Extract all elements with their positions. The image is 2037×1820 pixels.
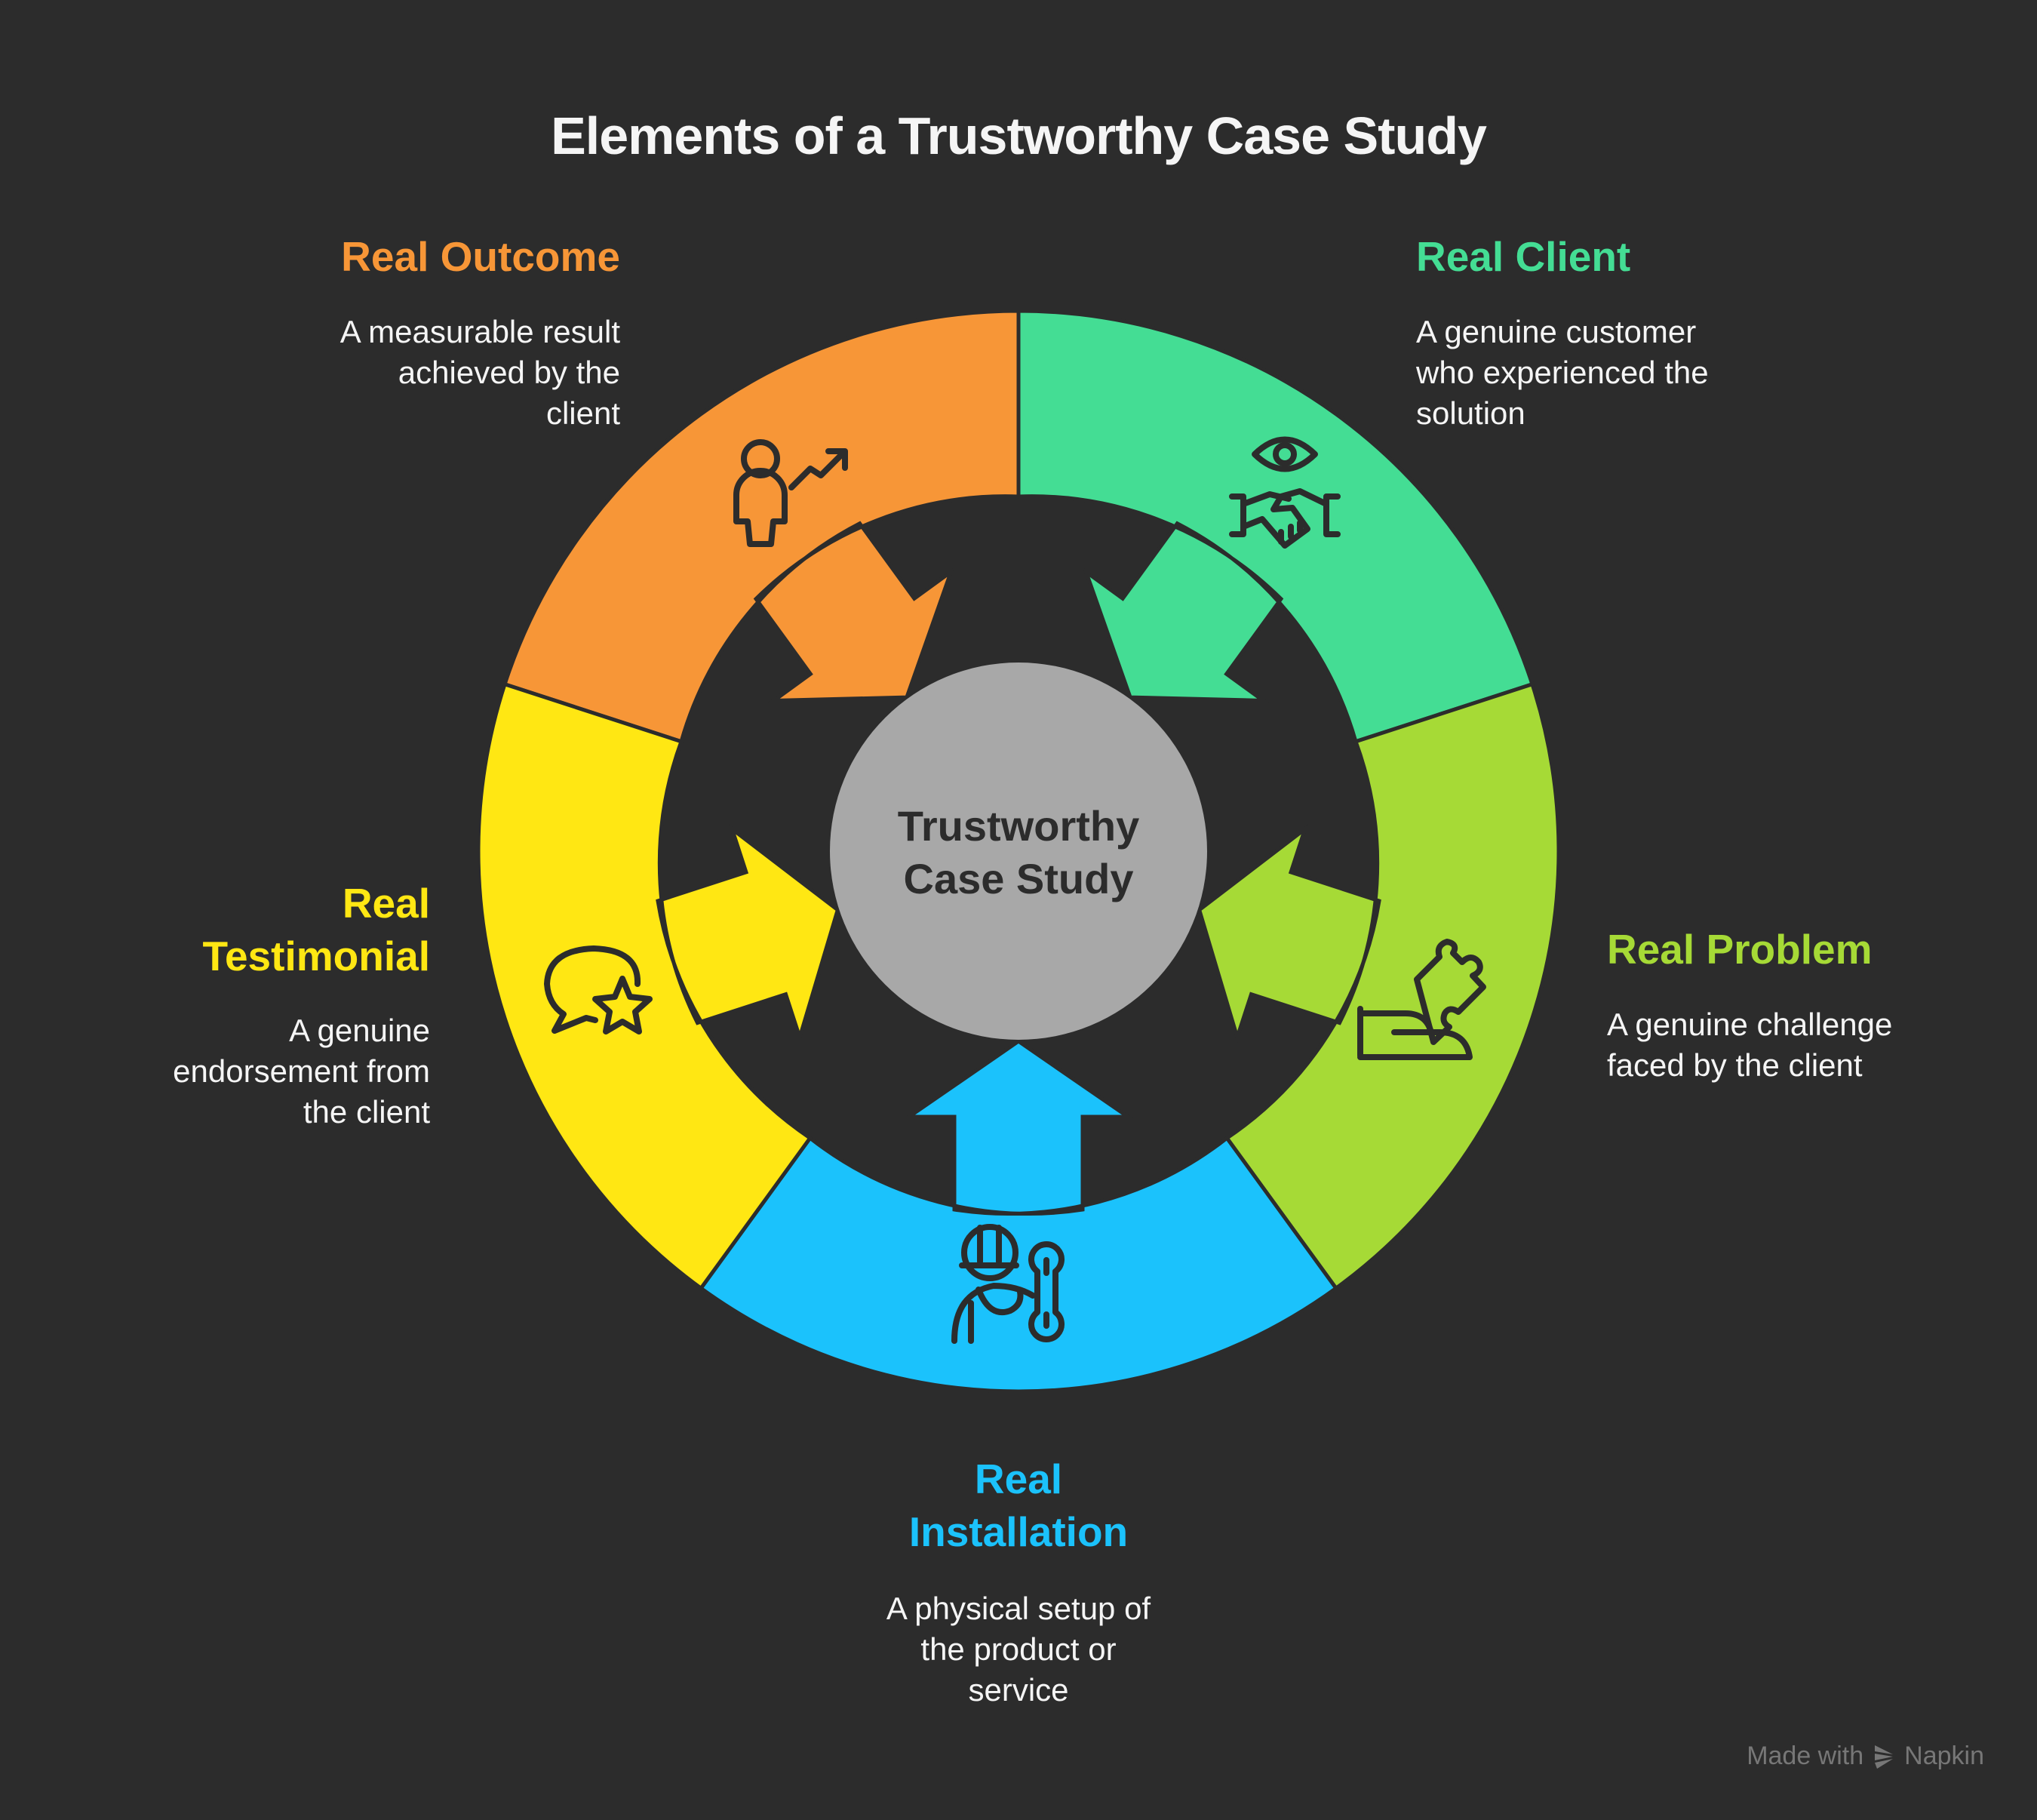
desc-client: A genuine customer who experienced the s… (1416, 312, 1869, 434)
label-installation-line: Real (974, 1456, 1063, 1502)
label-installation-line: Installation (908, 1508, 1129, 1555)
center-label-line1: Trustworthy (897, 802, 1140, 850)
label-outcome: Real Outcome (226, 230, 620, 283)
hand-puzzle-icon (1357, 939, 1486, 1060)
desc-problem: A genuine challenge faced by the client (1607, 1004, 1999, 1086)
desc-outcome-line: achieved by the (398, 355, 620, 390)
label-outcome-line: Real Outcome (341, 233, 620, 280)
made-with-text: Made with (1747, 1742, 1864, 1770)
desc-client-line: A genuine customer (1416, 314, 1697, 349)
center-hub (830, 663, 1207, 1040)
napkin-logo-icon (1875, 1745, 1894, 1769)
label-client: Real Client (1416, 230, 1869, 283)
segment-problem (1197, 681, 1561, 1291)
eye-handshake-icon (1229, 436, 1341, 549)
segment-outcome (502, 309, 1021, 744)
label-installation: Real Installation (792, 1453, 1245, 1558)
person-growth-icon (733, 439, 848, 547)
center-label-line2: Case Study (903, 855, 1134, 902)
label-testimonial: Real Testimonial (75, 877, 430, 982)
footer-credit: Made with Napkin (1747, 1742, 1984, 1771)
desc-problem-line: faced by the client (1607, 1047, 1863, 1083)
label-testimonial-line: Real (342, 880, 430, 927)
desc-testimonial-line: the client (303, 1094, 430, 1130)
label-client-line: Real Client (1416, 233, 1631, 280)
desc-testimonial-line: endorsement from (173, 1053, 430, 1089)
speech-star-icon (544, 945, 653, 1035)
desc-problem-line: A genuine challenge (1607, 1007, 1893, 1042)
desc-outcome-line: client (545, 395, 620, 431)
desc-installation: A physical setup of the product or servi… (792, 1588, 1245, 1711)
segment-testimonial (476, 681, 840, 1291)
segment-client (1016, 309, 1535, 744)
desc-testimonial-line: A genuine (289, 1013, 430, 1048)
center-label: Trustworthy Case Study (830, 800, 1207, 905)
diagram-title: Elements of a Trustworthy Case Study (551, 106, 1487, 165)
desc-outcome-line: A measurable result (340, 314, 620, 349)
label-testimonial-line: Testimonial (202, 933, 430, 979)
worker-wrench-icon (951, 1224, 1065, 1344)
desc-client-line: solution (1416, 395, 1525, 431)
desc-client-line: who experienced the (1416, 355, 1709, 390)
label-problem-line: Real Problem (1607, 926, 1873, 973)
desc-testimonial: A genuine endorsement from the client (75, 1010, 430, 1133)
segment-installation (698, 1038, 1339, 1394)
desc-outcome: A measurable result achieved by the clie… (226, 312, 620, 434)
desc-installation-line: A physical setup of (886, 1591, 1151, 1626)
desc-installation-line: service (968, 1672, 1069, 1708)
label-problem: Real Problem (1607, 923, 1999, 976)
napkin-brand-text: Napkin (1904, 1742, 1984, 1770)
desc-installation-line: the product or (920, 1631, 1117, 1667)
